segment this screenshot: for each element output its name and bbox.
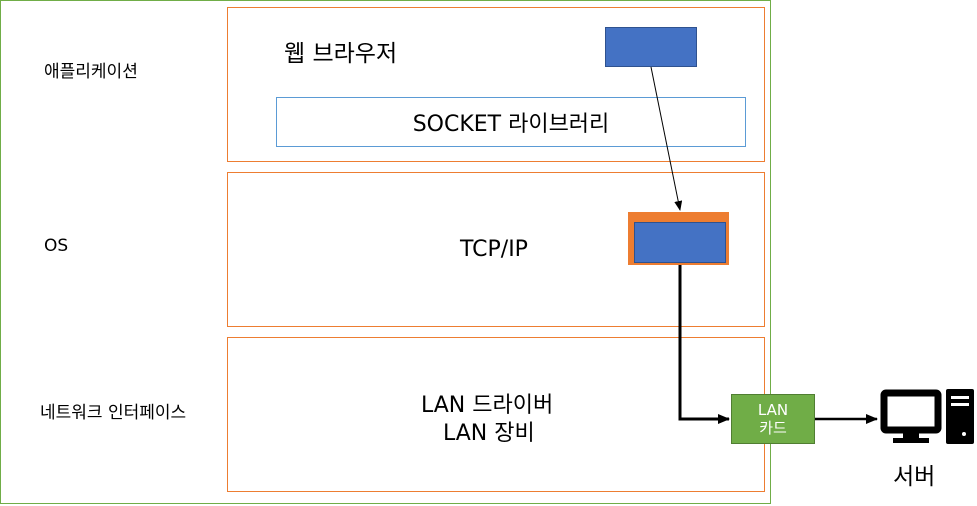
application-layer-label: 애플리케이션 bbox=[44, 62, 138, 82]
socket-library-label: SOCKET 라이브러리 bbox=[412, 112, 610, 137]
tcp-ip-title: TCP/IP bbox=[460, 237, 528, 262]
browser-data-block bbox=[605, 27, 697, 67]
socket-library-box: SOCKET 라이브러리 bbox=[276, 97, 746, 147]
diagram-frame bbox=[0, 0, 771, 504]
network-interface-layer-label: 네트워크 인터페이스 bbox=[40, 403, 187, 423]
server-label: 서버 bbox=[893, 464, 936, 490]
lan-driver-label: LAN 드라이버 bbox=[421, 393, 554, 418]
web-browser-title: 웹 브라우저 bbox=[284, 41, 398, 67]
lan-card-line1: LAN bbox=[757, 401, 789, 419]
network-interface-layer-box bbox=[227, 337, 765, 492]
lan-card-box: LAN 카드 bbox=[731, 394, 815, 444]
os-layer-label: OS bbox=[44, 236, 69, 256]
tcp-ip-data-block bbox=[634, 222, 726, 263]
lan-card-line2: 카드 bbox=[759, 419, 787, 437]
lan-device-label: LAN 장비 bbox=[443, 421, 535, 446]
desktop-computer-icon bbox=[880, 389, 974, 444]
